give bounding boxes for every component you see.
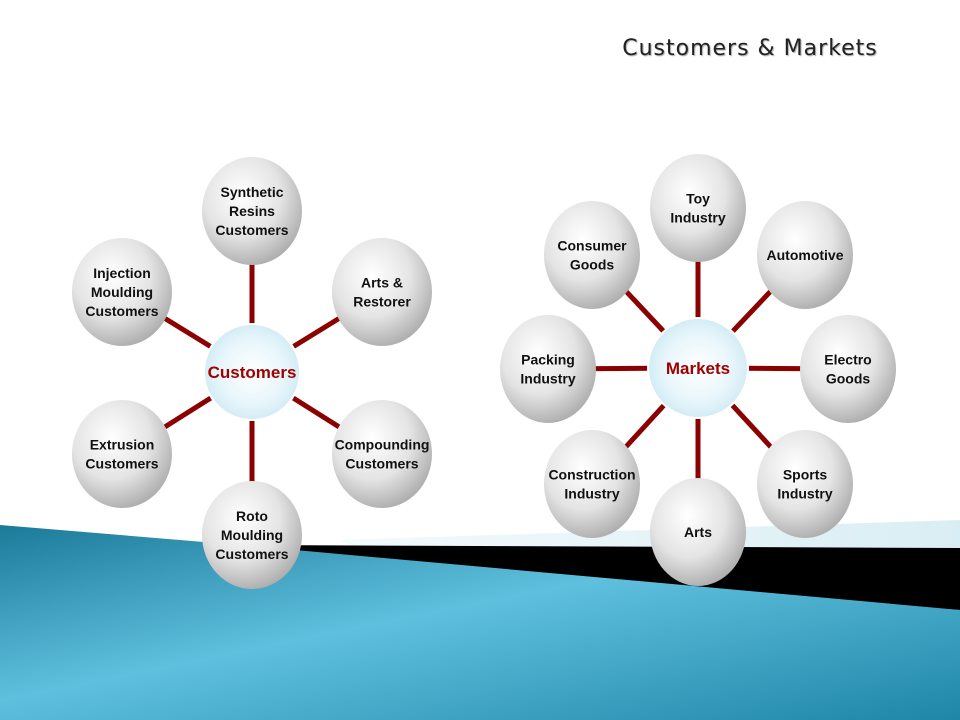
slide-title: Customers & Markets bbox=[622, 36, 878, 61]
node-circle bbox=[72, 400, 172, 508]
node-circle bbox=[650, 478, 746, 586]
markets-diagram: MarketsToyIndustryAutomotiveElectroGoods… bbox=[500, 154, 896, 586]
node-circle bbox=[544, 201, 640, 309]
node-circle bbox=[332, 400, 432, 508]
node-label: Arts bbox=[684, 524, 712, 540]
node-label: Consumer bbox=[557, 238, 627, 254]
node-label: Synthetic bbox=[220, 184, 283, 200]
node-label: Construction bbox=[548, 467, 635, 483]
node-label: Arts & bbox=[361, 275, 403, 291]
node-label: Roto bbox=[236, 508, 268, 524]
node-circle bbox=[72, 238, 172, 346]
node-label: Customers bbox=[85, 303, 158, 319]
node-label: Industry bbox=[520, 371, 575, 387]
node-circle bbox=[757, 430, 853, 538]
node-label: Goods bbox=[570, 257, 615, 273]
node-label: Restorer bbox=[353, 294, 411, 310]
node-label: Injection bbox=[93, 265, 151, 281]
node-circle bbox=[202, 157, 302, 265]
node-circle bbox=[202, 481, 302, 589]
node-circle bbox=[650, 154, 746, 262]
node-label: Customers bbox=[85, 456, 158, 472]
node-label: Moulding bbox=[91, 284, 153, 300]
node-label: Electro bbox=[824, 352, 871, 368]
node-label: Industry bbox=[777, 486, 832, 502]
hub-label: Customers bbox=[208, 363, 297, 382]
node-circle bbox=[757, 201, 853, 309]
background-bands bbox=[0, 520, 960, 720]
node-label: Industry bbox=[670, 210, 725, 226]
node-circle bbox=[800, 315, 896, 423]
hub-circle bbox=[647, 317, 749, 419]
node-label: Industry bbox=[564, 486, 619, 502]
node-label: Resins bbox=[229, 203, 275, 219]
node-label: Customers bbox=[215, 546, 288, 562]
node-circle bbox=[544, 430, 640, 538]
node-automotive: Automotive bbox=[757, 201, 853, 309]
hub-circle bbox=[203, 323, 301, 421]
node-arts-restorer: Arts & Restorer bbox=[332, 238, 432, 346]
node-label: Automotive bbox=[767, 247, 844, 263]
light-band bbox=[340, 520, 960, 550]
node-label: Customers bbox=[215, 222, 288, 238]
node-label: Customers bbox=[345, 456, 418, 472]
node-arts: Arts bbox=[650, 478, 746, 586]
node-circle bbox=[332, 238, 432, 346]
node-label: Extrusion bbox=[90, 437, 155, 453]
node-label: Sports bbox=[783, 467, 828, 483]
node-label: Compounding bbox=[335, 437, 430, 453]
node-label: Toy bbox=[686, 191, 710, 207]
node-circle bbox=[500, 315, 596, 423]
node-label: Goods bbox=[826, 371, 871, 387]
node-label: Packing bbox=[521, 352, 575, 368]
hub-label: Markets bbox=[666, 359, 730, 378]
node-label: Moulding bbox=[221, 527, 283, 543]
